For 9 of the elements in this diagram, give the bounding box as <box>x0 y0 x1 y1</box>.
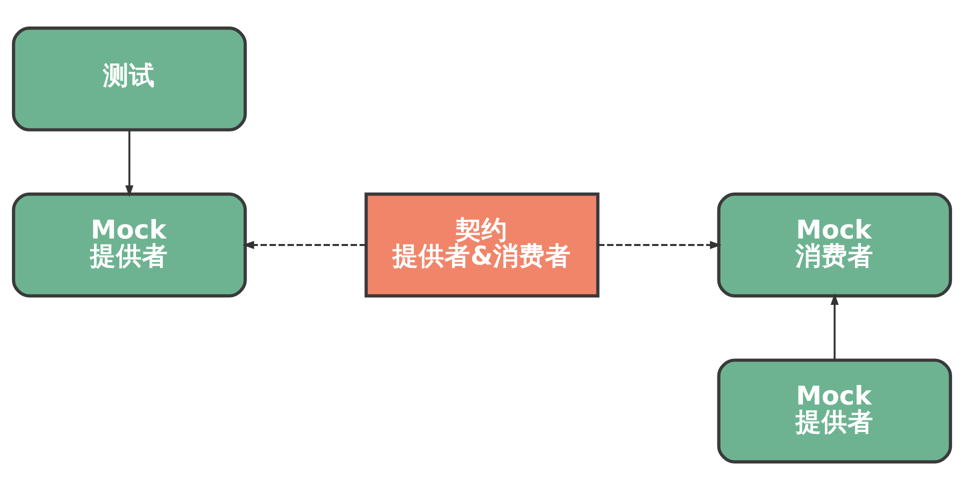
node-box: 测试 <box>12 26 247 132</box>
arrow <box>598 240 722 250</box>
node-box: Mock 消费者 <box>717 192 952 298</box>
arrow <box>830 293 839 360</box>
arrow <box>125 130 134 198</box>
arrow <box>242 240 366 250</box>
node-box: Mock 提供者 <box>717 358 952 464</box>
node-box: 契约 提供者&消费者 <box>364 192 600 298</box>
node-box: Mock 提供者 <box>12 192 247 298</box>
